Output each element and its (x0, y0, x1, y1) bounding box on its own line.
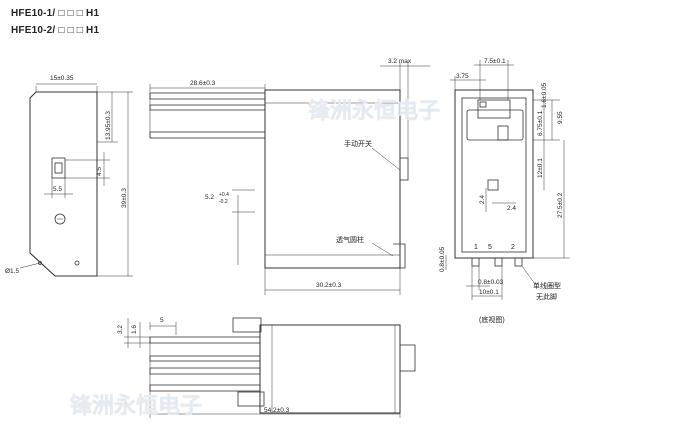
dim-54-2: 54.2±0.3 (264, 407, 290, 414)
side-view (149, 62, 430, 295)
watermark-bottom: 锋洲永恒电子 (70, 393, 202, 419)
dim-5-2: 5.2 (205, 194, 214, 201)
pin-2-label: 2 (511, 244, 515, 251)
dim-3-2-max: 3.2 max (388, 58, 412, 65)
dim-3-75: 3.75 (456, 73, 469, 80)
dim-1-6: 1.6±0.05 (541, 82, 548, 108)
dim-27-5: 27.5±0.2 (557, 192, 564, 218)
dim-side-5: 5 (160, 317, 164, 324)
label-single-coil: 单线圈型 (533, 281, 561, 290)
dim-5-2-tol-down: -0.2 (219, 199, 228, 205)
label-vent-post: 透气圆柱 (336, 235, 364, 244)
dim-width-15: 15±0.35 (50, 75, 74, 82)
dim-4-5: 4.5 (96, 167, 103, 176)
model-label-1: HFE10-1/ □ □ □ H1 (11, 8, 100, 19)
label-no-such-pin: 无此脚 (536, 292, 557, 301)
dim-2-4-h: 2.4 (507, 205, 516, 212)
dim-side-3-2: 3.2 (117, 325, 124, 334)
dim-7-5: 7.5±0.1 (484, 58, 506, 65)
dim-side-1-6: 1.6 (131, 325, 138, 334)
watermark-top: 锋洲永恒电子 (308, 98, 440, 124)
dim-2-4-v: 2.4 (479, 195, 486, 204)
dim-12: 12±0.1 (537, 158, 544, 178)
pin-5-label: 5 (488, 244, 492, 251)
dim-9-55: 9.55 (557, 111, 564, 124)
dim-30-2: 30.2±0.3 (316, 282, 342, 289)
pin-1-label: 1 (474, 244, 478, 251)
dim-13-95: 13.95±0.3 (105, 111, 112, 140)
dim-0-8-v: 0.8±0.05 (439, 246, 446, 272)
label-bottom-view: (底视图) (479, 315, 505, 324)
dim-6-75: 6.75±0.1 (537, 110, 544, 136)
front-view (19, 83, 133, 277)
dim-5-2-tol-up: +0.4 (219, 192, 229, 198)
dim-28-6: 28.6±0.3 (190, 80, 216, 87)
dim-dia-1-5: Ø1.5 (5, 268, 19, 275)
model-label-2: HFE10-2/ □ □ □ H1 (11, 25, 100, 36)
dim-5-5: 5.5 (53, 186, 62, 193)
dim-10: 10±0.1 (479, 289, 499, 296)
bottom-view (445, 60, 570, 300)
label-manual-switch: 手动开关 (344, 139, 372, 148)
side-view-lower (124, 317, 416, 418)
dim-39: 39±0.3 (121, 188, 128, 208)
dim-0-8-h: 0.8±0.03 (478, 279, 504, 286)
